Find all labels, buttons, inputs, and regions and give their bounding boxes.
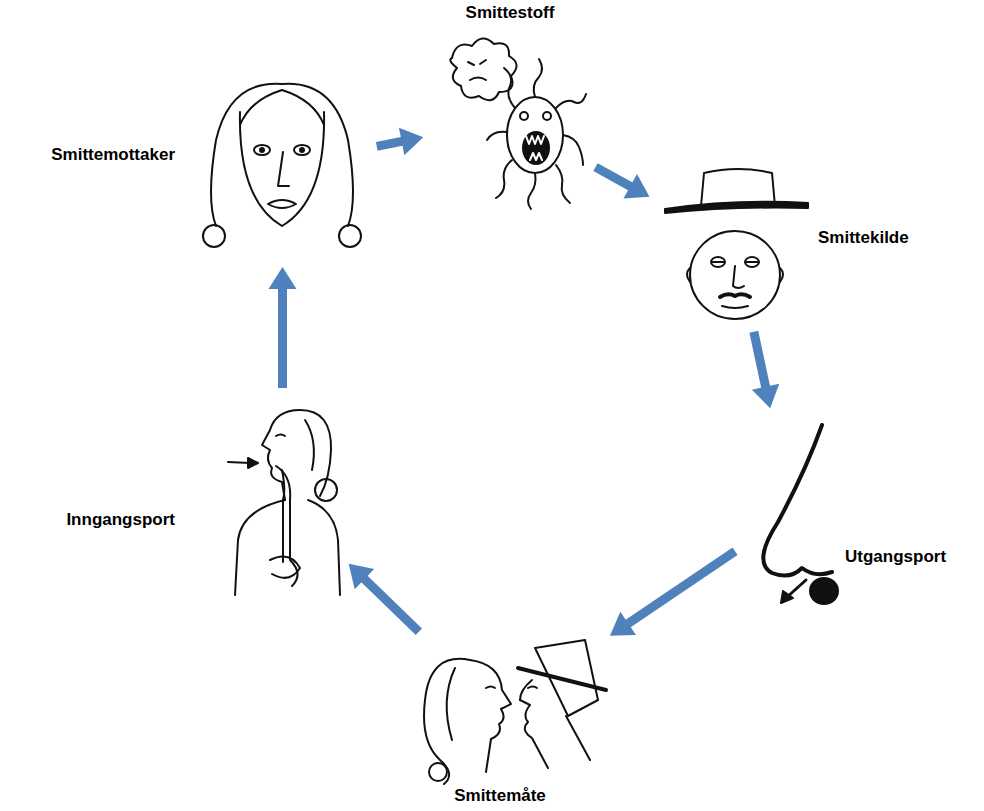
stage-figure: Smittekilde xyxy=(660,168,810,320)
arrow-shaft xyxy=(596,167,634,188)
stage-label: Smittekilde xyxy=(818,228,909,248)
arrow-shaft xyxy=(754,332,767,391)
arrow-head xyxy=(269,267,297,289)
cycle-arrow xyxy=(752,332,779,409)
arrow-shaft xyxy=(362,576,419,631)
arrow-shaft xyxy=(278,285,287,388)
stage-label: Smittemåte xyxy=(454,786,546,806)
arrow-head xyxy=(623,174,649,199)
cycle-arrow xyxy=(269,267,297,388)
arrow-head xyxy=(399,128,423,155)
cycle-arrow xyxy=(377,128,423,155)
cycle-arrow xyxy=(596,167,650,198)
cycle-arrow xyxy=(349,564,419,632)
stage-figure: Smittemåte xyxy=(400,640,600,780)
stage-figure: Utgangsport xyxy=(745,420,840,605)
stage-figure: Inngangsport xyxy=(225,400,340,600)
arrow-head xyxy=(610,612,636,636)
arrow-head xyxy=(349,564,375,589)
arrow-shaft xyxy=(625,551,735,625)
entry-person-drawing xyxy=(228,410,340,595)
germ-drawing xyxy=(450,38,586,209)
stage-label: Inngangsport xyxy=(66,510,175,530)
stage-label: Smittestoff xyxy=(466,3,555,23)
cycle-arrow xyxy=(610,551,735,635)
arrow-shaft xyxy=(377,141,406,147)
nose-drawing xyxy=(763,425,838,604)
contact-drawing xyxy=(424,640,606,784)
stage-figure: Smittemottaker xyxy=(200,75,365,255)
source-person-drawing xyxy=(665,169,808,319)
stage-label: Smittemottaker xyxy=(51,145,175,165)
arrow-head xyxy=(752,384,779,408)
stage-figure: Smittestoff xyxy=(435,30,585,210)
stage-label: Utgangsport xyxy=(845,547,946,567)
receiver-person-drawing xyxy=(203,84,361,247)
